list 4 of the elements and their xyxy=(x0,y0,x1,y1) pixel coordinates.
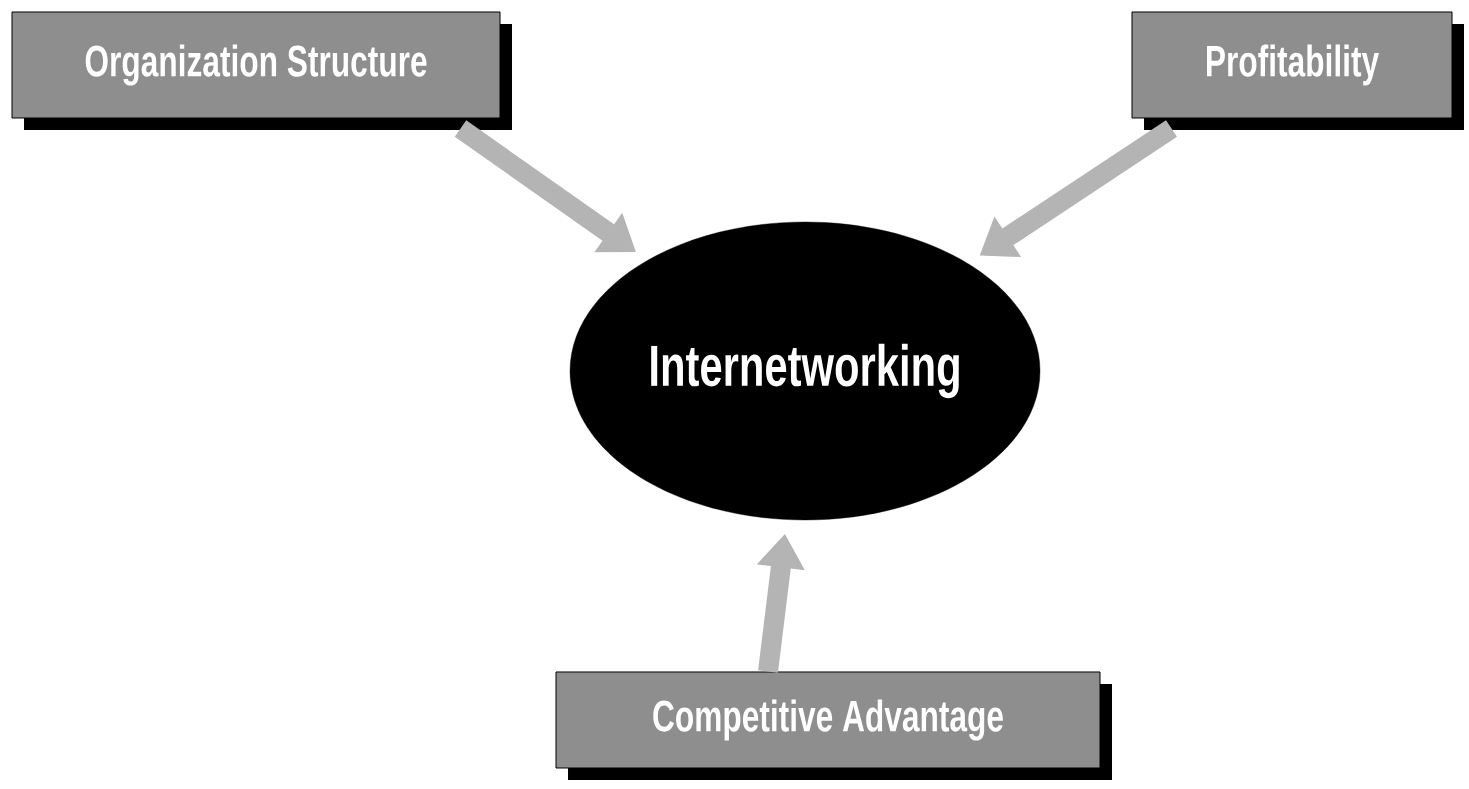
label-box: Competitive Advantage xyxy=(555,671,1112,780)
ellipse-node: Internetworking xyxy=(569,221,1041,521)
label-box: Organization Structure xyxy=(11,11,512,130)
label-box: Profitability xyxy=(1131,11,1464,130)
